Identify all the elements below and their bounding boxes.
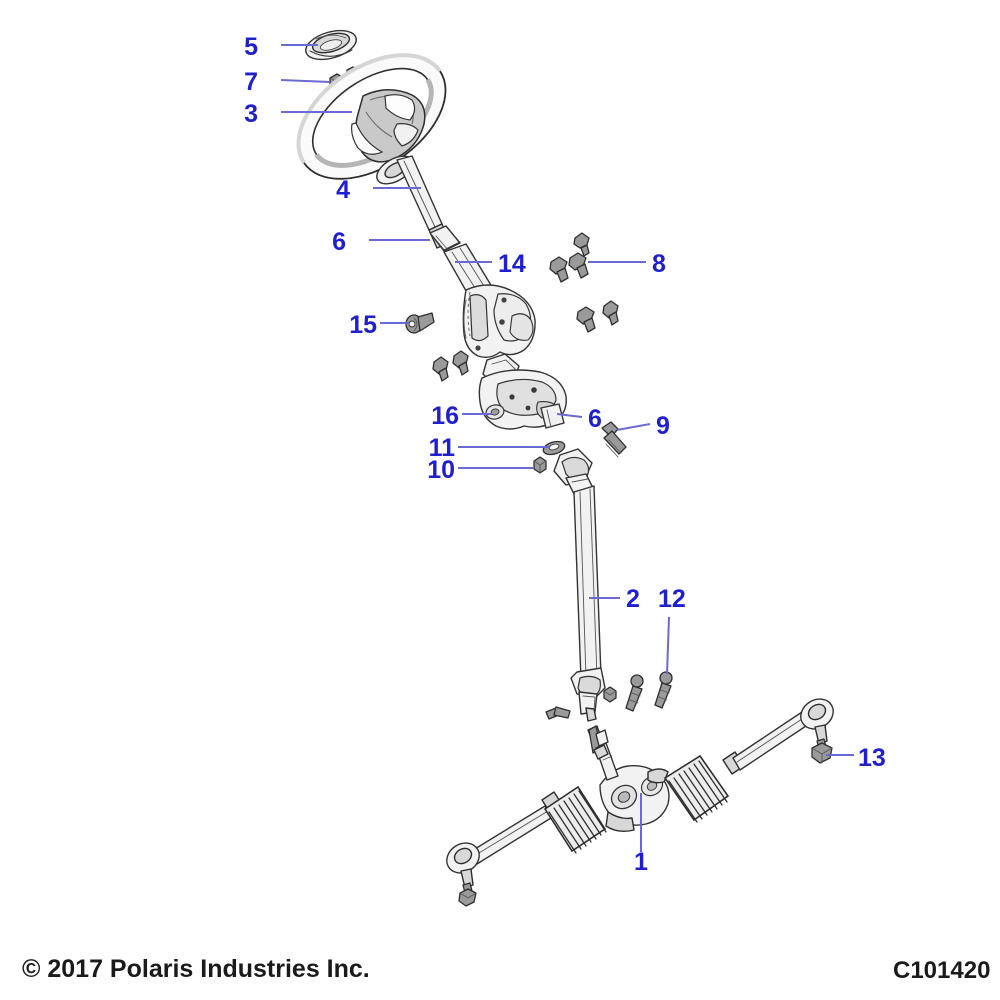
callout-4[interactable]: 4	[336, 176, 350, 204]
leader-12	[666, 616, 670, 675]
part-bushing-upper	[429, 225, 461, 252]
part-bolt-9	[601, 421, 627, 458]
callout-9[interactable]: 9	[656, 412, 670, 440]
part-bushing-lower	[540, 403, 565, 429]
callout-3[interactable]: 3	[244, 100, 258, 128]
part-bracket-bolts	[432, 350, 469, 382]
part-horn-cap	[305, 29, 357, 61]
rack-boot-left	[543, 785, 607, 854]
rack-boot-right	[663, 754, 730, 823]
callout-numbers: 5 7 3 4 6 14 8 15 16 6 9 11 10 2 12 1 13	[244, 33, 886, 876]
callout-10[interactable]: 10	[427, 456, 455, 484]
callout-12[interactable]: 12	[658, 585, 686, 613]
part-nut-13	[811, 742, 833, 764]
part-ujoint-fasteners	[545, 671, 673, 754]
callout-15[interactable]: 15	[349, 311, 377, 339]
callout-2[interactable]: 2	[626, 585, 640, 613]
part-bolt-kit	[549, 232, 619, 333]
copyright-notice: © 2017 Polaris Industries Inc.	[22, 955, 370, 983]
callout-14[interactable]: 14	[498, 250, 526, 278]
part-washer	[542, 440, 566, 456]
part-nut-10	[533, 456, 547, 474]
callout-16[interactable]: 16	[431, 402, 459, 430]
part-lower-column-bracket	[478, 353, 567, 430]
callout-6-lower[interactable]: 6	[588, 405, 602, 433]
leader-6b	[556, 413, 583, 418]
leader-9	[616, 423, 651, 431]
callout-11[interactable]: 11	[429, 434, 456, 462]
drawing-code: C101420	[893, 957, 991, 984]
callout-5[interactable]: 5	[244, 33, 258, 61]
part-tilt-knob	[405, 312, 435, 334]
part-lower-steering-shaft	[553, 448, 606, 722]
callout-6-upper[interactable]: 6	[332, 228, 346, 256]
part-steering-rack	[446, 698, 834, 907]
part-steering-wheel	[296, 53, 447, 185]
callout-1[interactable]: 1	[634, 848, 648, 876]
leader-7	[280, 79, 331, 83]
leader-lines	[280, 44, 854, 852]
callout-8[interactable]: 8	[652, 250, 666, 278]
callout-13[interactable]: 13	[858, 744, 886, 772]
callout-7[interactable]: 7	[244, 68, 258, 96]
